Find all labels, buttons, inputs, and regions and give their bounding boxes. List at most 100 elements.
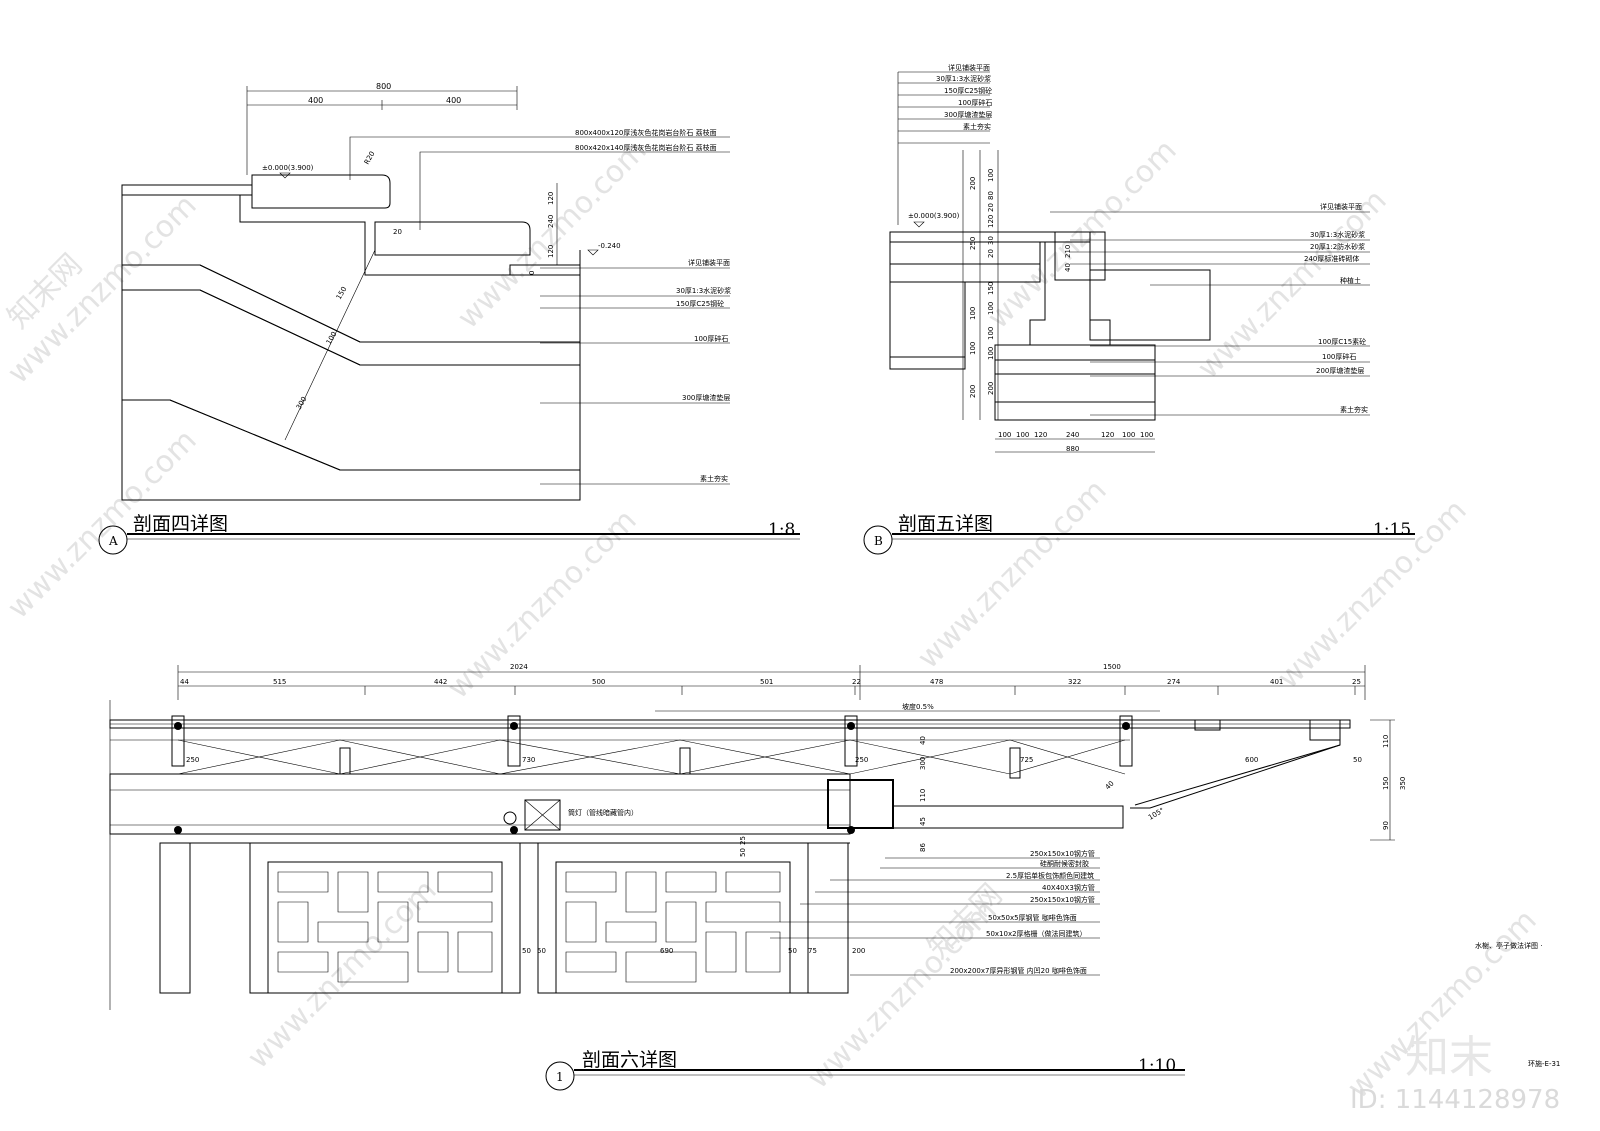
downlight-box: [524, 799, 561, 831]
dim-label: 250: [855, 756, 868, 764]
dim-label: 22: [852, 678, 861, 686]
dim-label: 110: [1382, 735, 1390, 748]
material-note: 40X40X3钢方管: [1042, 883, 1095, 892]
dim-label: 100: [1016, 431, 1029, 439]
dim-label: 120: [987, 215, 995, 228]
slope-label: 坡度0.5%: [902, 702, 934, 711]
watermark-text: www.znzmo.com: [1191, 183, 1394, 386]
section-marker: [545, 1061, 575, 1091]
section-marker-label: B: [874, 534, 883, 548]
material-note: 素土夯实: [963, 122, 991, 131]
dim-label: 100: [987, 169, 995, 182]
dim-label: 40: [1104, 779, 1116, 791]
material-note: 50x50x5厚钢管 咖啡色饰面: [988, 913, 1077, 922]
material-note: 800x420x140厚浅灰色花岗岩台阶石 荔枝面: [575, 143, 717, 152]
granite-step-upper: [251, 174, 391, 209]
dim-label: 250: [186, 756, 199, 764]
section-b-drawing: 详见铺装平面 30厚1:3水泥砂浆 150厚C25钢砼 100厚碎石 300厚塘…: [863, 63, 1415, 555]
bolt-posts: [171, 715, 1133, 834]
dim-label: 300: [919, 757, 927, 770]
watermark-text: www.znzmo.com: [451, 133, 654, 336]
dim-label: 100: [1140, 431, 1153, 439]
planting-soil: [1089, 269, 1211, 341]
dim-label: 120: [547, 192, 555, 205]
dim-label: 100: [987, 347, 995, 360]
dim-label: 322: [1068, 678, 1081, 686]
dim-label: 515: [273, 678, 286, 686]
dim-label: 20: [987, 249, 995, 258]
material-note: 30厚1:3水泥砂浆: [1310, 230, 1365, 239]
section-a-drawing: 800 400 400 120 240 120 R20 20 150 100 3…: [98, 82, 800, 555]
material-note: 素土夯实: [700, 474, 728, 483]
material-note: 素土夯实: [1340, 405, 1368, 414]
material-note: 100厚碎石: [694, 334, 728, 343]
material-note: 30厚1:3水泥砂浆: [676, 286, 731, 295]
material-note: 800x400x120厚浅灰色花岗岩台阶石 荔枝面: [575, 128, 717, 137]
dim-label: R20: [363, 150, 377, 166]
material-note: 100厚碎石: [958, 98, 992, 107]
dim-label: 0: [528, 271, 536, 275]
dim-label: 725: [1020, 756, 1033, 764]
dim-label: 730: [522, 756, 535, 764]
watermark-layer: www.znzmo.com www.znzmo.com www.znzmo.co…: [1, 133, 1560, 1115]
dim-label: 20: [987, 203, 995, 212]
dim-label: 80: [987, 191, 995, 200]
dim-label: 401: [1270, 678, 1283, 686]
section-marker-label: 1: [556, 1070, 564, 1084]
material-note: 硅酮耐候密封胶: [1040, 859, 1089, 868]
dim-label: 40: [1064, 263, 1072, 272]
section-scale: 1:8: [768, 520, 795, 540]
dim-label: 2024: [510, 663, 528, 671]
dim-label: 274: [1167, 678, 1181, 686]
dim-label: 400: [446, 96, 461, 105]
material-note: 30厚1:3水泥砂浆: [936, 74, 991, 83]
material-note: 100厚碎石: [1322, 352, 1356, 361]
elevation-label: -0.240: [598, 242, 621, 250]
dim-label: 120: [547, 245, 555, 258]
dim-label: 442: [434, 678, 447, 686]
material-note: 300厚塘渣垫层: [682, 393, 730, 402]
material-note: 250x150x10钢方管: [1030, 895, 1095, 904]
dim-label: 1500: [1103, 663, 1121, 671]
dim-label: 200: [969, 177, 977, 190]
dim-label: 44: [180, 678, 189, 686]
dim-label: 200: [969, 385, 977, 398]
dim-label: 150: [1382, 777, 1390, 790]
dim-label: 880: [1066, 445, 1079, 453]
material-note: 100厚C15素砼: [1318, 337, 1366, 346]
elevation-label: ±0.000(3.900): [262, 164, 314, 172]
dim-label: 350: [1399, 777, 1407, 790]
dim-label: 86: [919, 843, 927, 852]
dim-label: 100: [325, 330, 339, 346]
dim-label: 30: [987, 236, 995, 245]
dim-label: 50: [522, 947, 531, 955]
elevation-label: ±0.000(3.900): [908, 212, 960, 220]
dim-label: 100: [998, 431, 1011, 439]
material-note: 240厚标准砖砌体: [1304, 254, 1359, 263]
dim-label: 100: [1122, 431, 1135, 439]
downlight-icon: [503, 811, 517, 825]
section-1-drawing: 2024 1500 44 515 442 500 501 22 478 322 …: [109, 663, 1407, 1091]
material-note: 2.5厚铝单板包饰颜色同建筑: [1006, 871, 1094, 880]
section-scale: 1:15: [1373, 520, 1411, 540]
dim-label: 50: [788, 947, 797, 955]
watermark-text: www.znzmo.com: [981, 133, 1184, 336]
dim-label: 800: [376, 82, 391, 91]
watermark-text: www.znzmo.com: [911, 473, 1114, 676]
dim-label: 100: [987, 302, 995, 315]
steel-box-beam: [827, 779, 894, 829]
dim-label: 240: [547, 215, 555, 228]
dim-label: 100: [969, 307, 977, 320]
dim-label: 90: [1382, 821, 1390, 830]
dim-label: 210: [1064, 245, 1072, 258]
dim-label: 25: [1352, 678, 1361, 686]
section-marker: [863, 525, 893, 555]
dim-label: 120: [1034, 431, 1047, 439]
brick-wall: [1029, 241, 1111, 346]
dim-label: 600: [1245, 756, 1258, 764]
lattice-screen-right: [537, 842, 809, 994]
lamp-note: 筒灯（管线暗藏管内）: [568, 808, 638, 817]
section-title: 剖面五详图: [898, 513, 993, 535]
dim-label: 501: [760, 678, 773, 686]
